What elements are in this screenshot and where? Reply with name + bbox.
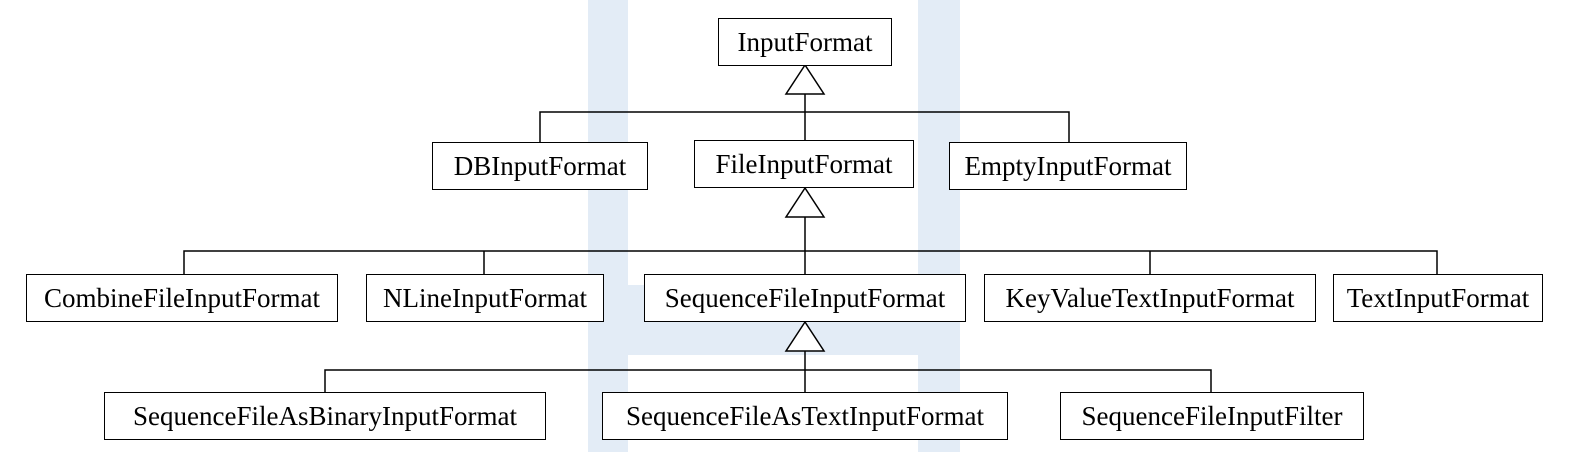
class-combine-file-input-format: CombineFileInputFormat xyxy=(26,274,338,322)
connector-sequence-file-input-format-children xyxy=(324,351,1212,392)
class-sequence-file-input-format: SequenceFileInputFormat xyxy=(644,274,966,322)
inheritance-arrowhead xyxy=(784,186,826,218)
class-file-input-format: FileInputFormat xyxy=(694,140,914,188)
class-sequence-file-as-text-input-format: SequenceFileAsTextInputFormat xyxy=(602,392,1008,440)
connector-input-format-children xyxy=(539,94,1070,142)
class-sequence-file-as-binary-input-format: SequenceFileAsBinaryInputFormat xyxy=(104,392,546,440)
inheritance-arrowhead xyxy=(784,63,826,95)
watermark-left-block xyxy=(588,0,628,452)
class-sequence-file-input-filter: SequenceFileInputFilter xyxy=(1060,392,1364,440)
class-empty-input-format: EmptyInputFormat xyxy=(949,142,1187,190)
inheritance-arrowhead xyxy=(784,320,826,352)
class-text-input-format: TextInputFormat xyxy=(1333,274,1543,322)
class-nline-input-format: NLineInputFormat xyxy=(366,274,604,322)
class-key-value-text-input-format: KeyValueTextInputFormat xyxy=(984,274,1316,322)
class-input-format: InputFormat xyxy=(718,18,892,66)
connector-file-input-format-children xyxy=(183,217,1438,274)
class-db-input-format: DBInputFormat xyxy=(432,142,648,190)
watermark-right-block xyxy=(918,0,960,452)
